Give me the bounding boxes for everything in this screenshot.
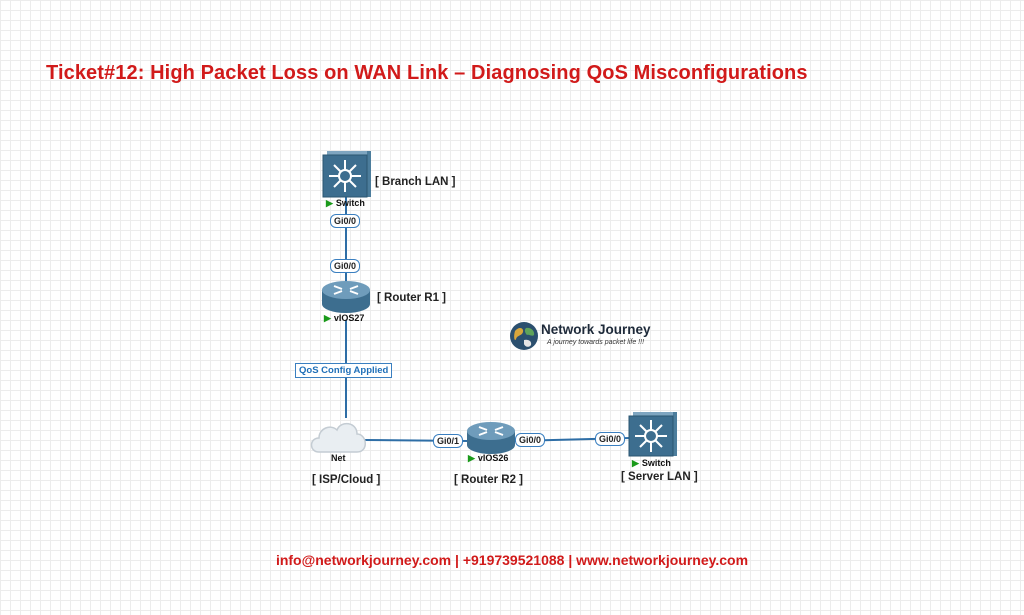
- interface-label-server-switch: Gi0/0: [595, 432, 626, 446]
- cloud-icon: [310, 422, 366, 453]
- switch-icon: [628, 412, 677, 457]
- switch-icon: [322, 151, 371, 198]
- interface-label-branch-switch: Gi0/0: [330, 214, 361, 228]
- interface-label-r2-gi01: Gi0/1: [433, 434, 464, 448]
- logo: Network Journey A journey towards packet…: [541, 322, 651, 346]
- play-icon: ▶: [468, 453, 475, 463]
- logo-name: Network Journey: [541, 322, 651, 337]
- interface-label-r1: Gi0/0: [330, 259, 361, 273]
- play-icon: ▶: [326, 198, 333, 208]
- globe-icon: [510, 322, 538, 350]
- router-icon: [322, 281, 370, 313]
- page-title: Ticket#12: High Packet Loss on WAN Link …: [46, 62, 808, 84]
- qos-link-label: QoS Config Applied: [295, 363, 393, 378]
- device-name-branch-switch: ▶Switch: [326, 198, 365, 208]
- device-name-cloud: Net: [331, 453, 346, 463]
- device-name-r2: ▶vIOS26: [468, 453, 509, 463]
- label-router-r1: [ Router R1 ]: [377, 292, 446, 304]
- play-icon: ▶: [632, 458, 639, 468]
- label-server-lan: [ Server LAN ]: [621, 471, 698, 483]
- interface-label-r2-gi00: Gi0/0: [515, 433, 546, 447]
- device-name-server-switch: ▶Switch: [632, 458, 671, 468]
- router-icon: [467, 422, 515, 454]
- device-name-r1: ▶vIOS27: [324, 313, 365, 323]
- label-router-r2: [ Router R2 ]: [454, 474, 523, 486]
- logo-tagline: A journey towards packet life !!!: [547, 339, 645, 346]
- footer-contact: info@networkjourney.com | +919739521088 …: [275, 552, 749, 568]
- play-icon: ▶: [324, 313, 331, 323]
- label-isp-cloud: [ ISP/Cloud ]: [312, 474, 381, 486]
- label-branch-lan: [ Branch LAN ]: [375, 176, 456, 188]
